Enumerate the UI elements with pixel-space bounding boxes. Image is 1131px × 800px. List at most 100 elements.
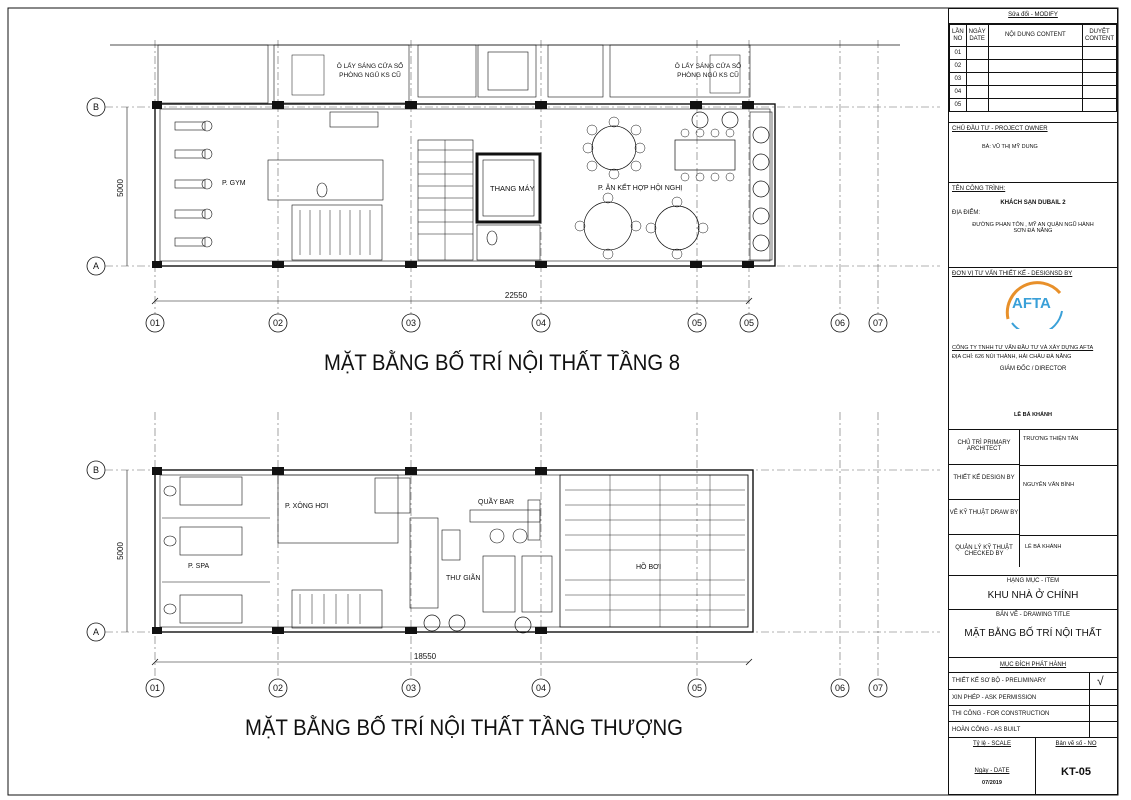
axis-label: 02: [273, 683, 283, 693]
rev-header: NỘI DUNG CONTENT: [987, 24, 1084, 47]
axis-label: 01: [150, 683, 160, 693]
sheet-border: [7, 7, 1119, 796]
logo-icon: [1005, 281, 1063, 329]
purpose-row: XIN PHÉP - ASK PERMISSION: [949, 689, 1117, 706]
room-label: PHÒNG NGỦ KS CŨ: [677, 70, 739, 79]
dimension-bottom: 18550: [414, 652, 437, 661]
afta-logo: AFTA: [952, 281, 1114, 331]
role-name: NGUYỄN VĂN BÌNH: [1023, 482, 1075, 488]
rev-header: DUYỆT CONTENT: [1082, 24, 1117, 47]
axis-label: 05: [692, 318, 702, 328]
purpose-text: THIẾT KẾ SƠ BỘ - PRELIMINARY: [952, 678, 1046, 684]
logo-text: AFTA: [1012, 295, 1051, 312]
room-label: HỒ BƠI: [636, 561, 661, 571]
room-label: THANG MÁY: [490, 184, 535, 193]
rev-number: 01: [949, 46, 967, 60]
room-label: P. XÔNG HƠI: [285, 501, 328, 510]
role-name: LÊ BÁ KHÁNH: [1025, 544, 1062, 550]
axis-label: 05: [744, 318, 754, 328]
rev-header: NGÀY DATE: [965, 24, 989, 47]
plan-floor-8: [105, 40, 940, 320]
purpose-row: HOÀN CÔNG - AS BUILT: [949, 721, 1117, 738]
purpose-section: MỤC ĐÍCH PHÁT HÀNH THIẾT KẾ SƠ BỘ - PREL…: [949, 657, 1117, 737]
room-label: Ô LẤY SÁNG CỬA SỔ: [337, 60, 403, 70]
axis-label: 04: [536, 318, 546, 328]
company-name: CÔNG TY TNHH TƯ VẤN ĐẦU TƯ VÀ XÂY DỰNG A…: [952, 345, 1094, 351]
axis-label: 07: [873, 683, 883, 693]
rev-number: 03: [949, 72, 967, 86]
role-label: CHỦ TRÌ PRIMARY ARCHITECT: [949, 430, 1019, 465]
room-label: PHÒNG NGỦ KS CŨ: [339, 70, 401, 79]
plan-roof: [105, 412, 940, 680]
grid-bubbles: [86, 97, 888, 698]
plan-title-floor-8: MẶT BẰNG BỐ TRÍ NỘI THẤT TẦNG 8: [324, 349, 680, 375]
purpose-label: MỤC ĐÍCH PHÁT HÀNH: [999, 662, 1067, 668]
axis-label-b: B: [93, 102, 99, 112]
owner-label: CHỦ ĐẦU TƯ - PROJECT OWNER: [952, 126, 1048, 132]
modify-label: Sửa đổi - MODIFY: [1008, 12, 1058, 18]
dimension-side-top: 5000: [116, 179, 125, 197]
axis-label: 06: [835, 318, 845, 328]
room-label: Ô LẤY SÁNG CỬA SỔ: [675, 60, 741, 70]
project-label: TÊN CÔNG TRÌNH:: [952, 186, 1006, 192]
plan-title-roof: MẶT BẰNG BỐ TRÍ NỘI THẤT TẦNG THƯỢNG: [245, 714, 683, 740]
purpose-row: THIẾT KẾ SƠ BỘ - PRELIMINARY √: [949, 672, 1117, 689]
owner-name: BÀ: VŨ THỊ MỸ DUNG: [982, 144, 1038, 150]
sheet-number: KT-05: [1061, 766, 1091, 778]
room-label: QUẦY BAR: [478, 496, 514, 506]
drawing-title: MẶT BẰNG BỐ TRÍ NỘI THẤT: [964, 628, 1102, 639]
purpose-text: THI CÔNG - FOR CONSTRUCTION: [952, 711, 1050, 717]
project-name: KHÁCH SẠN DUBAIL 2: [1000, 200, 1066, 206]
room-label: P. ĂN KẾT HỢP HỘI NGHỊ: [598, 182, 682, 192]
axis-label: 02: [273, 318, 283, 328]
designer-label: ĐƠN VỊ TƯ VẤN THIẾT KẾ - DESIGNSD BY: [952, 271, 1073, 277]
date-label: Ngày - DATE: [974, 768, 1010, 774]
axis-label: 04: [536, 683, 546, 693]
drawing-title-section: BẢN VẼ - DRAWING TITLE MẶT BẰNG BỐ TRÍ N…: [949, 609, 1117, 649]
role-label: QUẢN LÝ KỸ THUẬT CHECKED BY: [955, 545, 1013, 557]
designer-section: ĐƠN VỊ TƯ VẤN THIẾT KẾ - DESIGNSD BY AFT…: [949, 267, 1117, 425]
location: ĐƯỜNG PHAN TÔN , MỸ AN QUẬN NGŨ HÀNH SƠN…: [972, 222, 1094, 234]
project-section: TÊN CÔNG TRÌNH: KHÁCH SẠN DUBAIL 2 ĐỊA Đ…: [949, 182, 1117, 267]
axis-label-b: B: [93, 465, 99, 475]
purpose-row: THI CÔNG - FOR CONSTRUCTION: [949, 705, 1117, 722]
company-address: ĐỊA CHỈ: 626 NÚI THÀNH, HẢI CHÂU ĐÀ NẴNG: [952, 354, 1072, 360]
room-label: P. GYM: [222, 180, 246, 187]
rev-number: 05: [949, 98, 967, 112]
owner-section: CHỦ ĐẦU TƯ - PROJECT OWNER BÀ: VŨ THỊ MỸ…: [949, 122, 1117, 182]
scale-label: Tỷ lệ - SCALE: [972, 741, 1011, 747]
room-labels: P. GYM THANG MÁY P. ĂN KẾT HỢP HỘI NGHỊ …: [188, 60, 741, 582]
item-section: HẠNG MỤC - ITEM KHU NHÀ Ở CHÍNH: [949, 575, 1117, 615]
dimensions: 22550 18550 5000 5000: [116, 179, 528, 661]
axis-label: 03: [406, 683, 416, 693]
item-name: KHU NHÀ Ở CHÍNH: [987, 590, 1079, 601]
item-label: HẠNG MỤC - ITEM: [1006, 578, 1060, 584]
director-label: GIÁM ĐỐC / DIRECTOR: [999, 366, 1067, 372]
location-label: ĐỊA ĐIỂM:: [952, 210, 981, 216]
purpose-text: XIN PHÉP - ASK PERMISSION: [952, 695, 1037, 701]
axis-label: 05: [692, 683, 702, 693]
grid-labels: B A B A 01 02 03 04 05 05 06 07 01 02 03…: [93, 102, 883, 693]
room-label: THƯ GIÃN: [446, 573, 480, 582]
date-value: 07/2019: [982, 780, 1002, 786]
role-name: TRƯƠNG THIỆN TÂN: [1023, 436, 1079, 442]
role-label: VẼ KỸ THUẬT DRAW BY: [949, 500, 1019, 535]
axis-label: 07: [873, 318, 883, 328]
dimension-top: 22550: [505, 291, 528, 300]
rev-header: LẦN NO: [949, 24, 967, 47]
axis-label: 01: [150, 318, 160, 328]
axis-label: 06: [835, 683, 845, 693]
revision-table: LẦN NO NGÀY DATE NỘI DUNG CONTENT DUYỆT …: [949, 23, 1117, 112]
drawing-title-label: BẢN VẼ - DRAWING TITLE: [995, 612, 1070, 618]
roles-section: CHỦ TRÌ PRIMARY ARCHITECT TRƯƠNG THIỆN T…: [949, 429, 1117, 567]
scale-sheet-section: Tỷ lệ - SCALE Bản vẽ số - NO Ngày - DATE…: [949, 737, 1117, 795]
axis-label-a: A: [93, 627, 99, 637]
purpose-text: HOÀN CÔNG - AS BUILT: [952, 727, 1021, 733]
rev-number: 04: [949, 85, 967, 99]
dimension-side-bottom: 5000: [116, 542, 125, 560]
check-icon: √: [1097, 674, 1104, 688]
director-name: LÊ BÁ KHÁNH: [1014, 412, 1052, 418]
